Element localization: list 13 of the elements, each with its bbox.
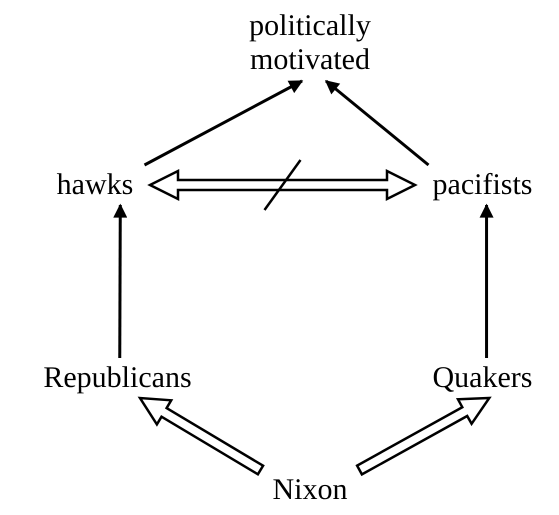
arrow bbox=[480, 204, 494, 358]
arrow bbox=[113, 204, 128, 358]
arrow bbox=[324, 80, 430, 166]
concept-label: Republicans bbox=[5, 358, 230, 398]
concept-label: Nixon bbox=[255, 470, 365, 510]
concept-label: hawks bbox=[40, 165, 150, 205]
hollow-arrow bbox=[355, 396, 492, 476]
hollow-arrow bbox=[138, 396, 265, 476]
arrow bbox=[144, 80, 304, 166]
concept-label: Quakers bbox=[415, 358, 550, 398]
hollow-arrow bbox=[147, 168, 418, 202]
concept-label: politically motivated bbox=[230, 5, 390, 81]
concept-label: pacifists bbox=[415, 165, 550, 205]
